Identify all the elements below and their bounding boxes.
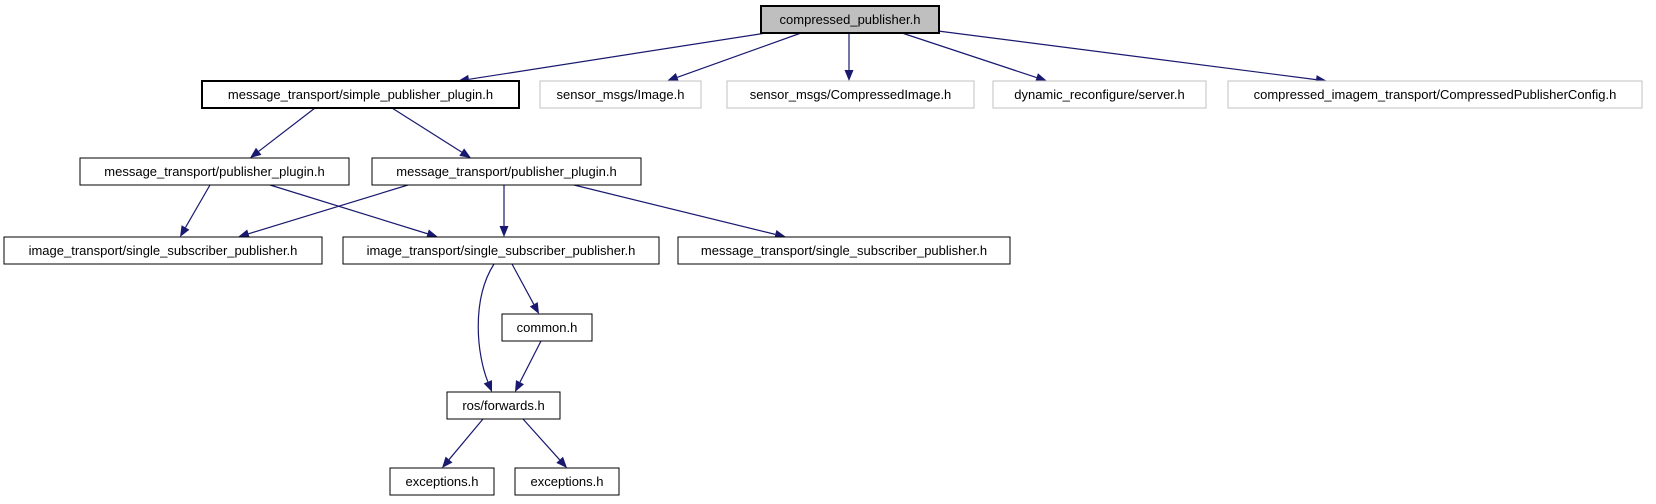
node-box[interactable] xyxy=(501,313,593,342)
arrowhead-icon xyxy=(238,229,250,239)
node-label: ros/forwards.h xyxy=(462,398,544,413)
node-publisher_plugin_left[interactable]: message_transport/publisher_plugin.h xyxy=(79,157,350,186)
edge-simple_publisher_plugin-publisher_plugin_right xyxy=(391,107,471,158)
edge-root-sensor_compressed_image xyxy=(844,33,854,81)
arrowhead-icon xyxy=(1035,73,1047,82)
node-box xyxy=(539,80,702,109)
edge-line xyxy=(937,30,1317,81)
edge-line xyxy=(258,107,316,152)
edges-layer xyxy=(180,30,1327,468)
edge-line xyxy=(184,184,211,228)
node-box xyxy=(726,80,975,109)
arrowhead-icon xyxy=(529,302,539,314)
edge-line xyxy=(448,418,484,460)
arrowhead-icon xyxy=(556,456,567,468)
node-box[interactable] xyxy=(514,467,620,496)
node-label: image_transport/single_subscriber_publis… xyxy=(367,243,636,258)
node-publisher_plugin_right[interactable]: message_transport/publisher_plugin.h xyxy=(371,157,642,186)
edge-publisher_plugin_right-image_ssp_mid xyxy=(499,185,509,237)
node-box[interactable] xyxy=(371,157,642,186)
edge-publisher_plugin_left-image_ssp_mid xyxy=(269,184,438,239)
node-box xyxy=(760,5,940,34)
edge-line xyxy=(468,32,767,80)
node-forwards[interactable]: ros/forwards.h xyxy=(446,391,561,420)
arrowhead-icon xyxy=(459,148,471,158)
node-compressed_publisher_config: compressed_imagem_transport/CompressedPu… xyxy=(1227,80,1643,109)
node-box[interactable] xyxy=(389,467,495,496)
edge-forwards-exceptions_left xyxy=(442,418,484,468)
node-box[interactable] xyxy=(201,80,520,109)
node-label: image_transport/single_subscriber_publis… xyxy=(29,243,298,258)
edge-line xyxy=(519,340,542,383)
node-message_ssp[interactable]: message_transport/single_subscriber_publ… xyxy=(677,236,1011,265)
node-box[interactable] xyxy=(79,157,350,186)
edge-image_ssp_mid-common xyxy=(511,263,539,314)
edge-root-compressed_publisher_config xyxy=(937,30,1327,85)
edge-common-forwards xyxy=(515,340,542,392)
node-box[interactable] xyxy=(677,236,1011,265)
node-box[interactable] xyxy=(3,236,323,265)
edge-publisher_plugin_right-image_ssp_left xyxy=(238,184,409,239)
edge-publisher_plugin_right-message_ssp xyxy=(573,184,786,239)
node-label: exceptions.h xyxy=(406,474,479,489)
arrowhead-icon xyxy=(426,229,438,239)
node-exceptions_right[interactable]: exceptions.h xyxy=(514,467,620,496)
node-common[interactable]: common.h xyxy=(501,313,593,342)
edge-root-sensor_image xyxy=(667,32,802,82)
edge-simple_publisher_plugin-publisher_plugin_left xyxy=(250,107,316,158)
nodes-layer: compressed_publisher.h message_transport/… xyxy=(3,5,1643,496)
node-sensor_image: sensor_msgs/Image.h xyxy=(539,80,702,109)
node-label: message_transport/simple_publisher_plugi… xyxy=(228,87,493,102)
node-box[interactable] xyxy=(342,236,660,265)
node-label: message_transport/publisher_plugin.h xyxy=(396,164,616,179)
edge-forwards-exceptions_right xyxy=(522,418,567,468)
node-box xyxy=(992,80,1207,109)
node-root: compressed_publisher.h xyxy=(760,5,940,34)
edge-line xyxy=(269,184,428,235)
node-box[interactable] xyxy=(446,391,561,420)
arrowhead-icon xyxy=(180,225,190,237)
arrowhead-icon xyxy=(250,147,262,158)
node-label: common.h xyxy=(517,320,578,335)
edge-line xyxy=(573,184,776,235)
edge-root-dynamic_reconfigure_server xyxy=(901,32,1047,82)
node-dynamic_reconfigure_server: dynamic_reconfigure/server.h xyxy=(992,80,1207,109)
arrowhead-icon xyxy=(499,226,509,237)
node-label: compressed_imagem_transport/CompressedPu… xyxy=(1254,87,1617,102)
arrowhead-icon xyxy=(515,380,525,392)
edge-line xyxy=(677,32,802,78)
arrowhead-icon xyxy=(844,70,854,81)
arrowhead-icon xyxy=(667,73,679,82)
node-label: sensor_msgs/Image.h xyxy=(557,87,685,102)
node-label: message_transport/publisher_plugin.h xyxy=(104,164,324,179)
node-image_ssp_left[interactable]: image_transport/single_subscriber_publis… xyxy=(3,236,323,265)
edge-line xyxy=(511,263,535,305)
edge-line xyxy=(248,184,409,235)
edge-line xyxy=(901,32,1037,79)
node-box xyxy=(1227,80,1643,109)
edge-line xyxy=(391,107,463,153)
node-image_ssp_mid[interactable]: image_transport/single_subscriber_publis… xyxy=(342,236,660,265)
node-label: exceptions.h xyxy=(531,474,604,489)
node-exceptions_left[interactable]: exceptions.h xyxy=(389,467,495,496)
edge-root-simple_publisher_plugin xyxy=(458,32,767,84)
node-label: message_transport/single_subscriber_publ… xyxy=(701,243,987,258)
edge-image_ssp_mid-forwards xyxy=(477,263,495,392)
arrowhead-icon xyxy=(442,456,453,468)
edge-line xyxy=(522,418,561,461)
node-sensor_compressed_image: sensor_msgs/CompressedImage.h xyxy=(726,80,975,109)
edge-publisher_plugin_left-image_ssp_left xyxy=(180,184,211,237)
node-label: sensor_msgs/CompressedImage.h xyxy=(750,87,952,102)
edge-line xyxy=(477,263,495,383)
node-simple_publisher_plugin[interactable]: message_transport/simple_publisher_plugi… xyxy=(201,80,520,109)
arrowhead-icon xyxy=(483,380,493,392)
node-label: dynamic_reconfigure/server.h xyxy=(1014,87,1185,102)
node-label: compressed_publisher.h xyxy=(780,12,921,27)
